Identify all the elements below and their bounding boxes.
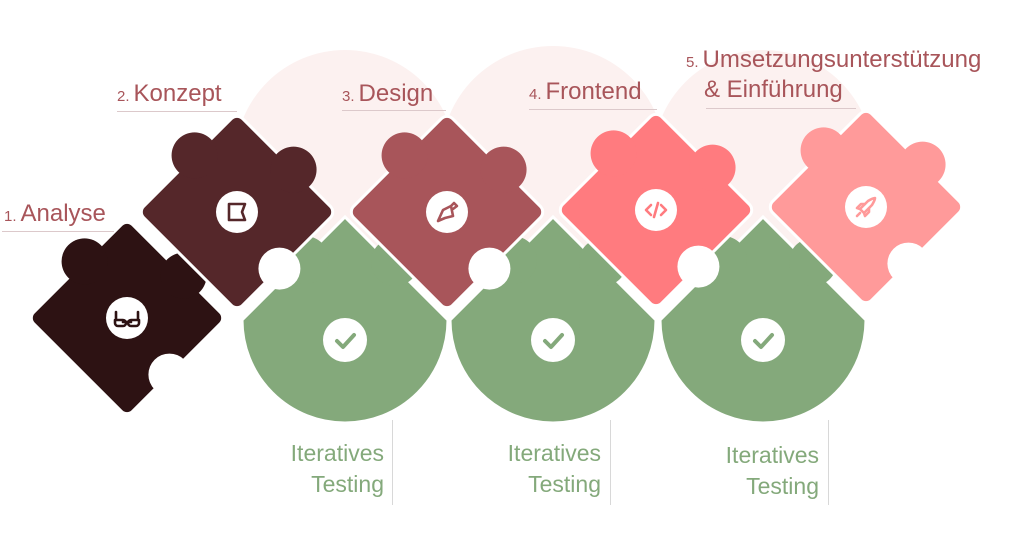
underline <box>529 109 657 110</box>
step-piece <box>349 114 545 310</box>
step-title: Umsetzungsunterstützung <box>702 46 982 73</box>
icon-circle <box>741 318 785 362</box>
underline <box>2 231 114 232</box>
testing-line: Iteratives <box>290 440 384 466</box>
underline <box>117 111 237 112</box>
icon-circle <box>531 318 575 362</box>
testing-piece <box>658 214 868 425</box>
pen-nib-icon <box>436 201 459 223</box>
testing-line: Testing <box>311 471 384 497</box>
underline <box>706 108 856 109</box>
step-title: Konzept <box>133 80 222 107</box>
glasses-icon <box>113 310 141 328</box>
step-number: 4. <box>529 86 542 103</box>
step-number: 1. <box>4 208 17 225</box>
step-piece <box>29 220 225 416</box>
divider <box>828 420 829 505</box>
testing-line: Iteratives <box>507 440 601 466</box>
step-piece <box>558 112 754 308</box>
step-number: 2. <box>117 88 130 105</box>
step-label-konzept: 2.Konzept <box>117 80 222 111</box>
divider <box>610 420 611 505</box>
testing-line: Testing <box>746 473 819 499</box>
step-number: 5. <box>686 54 699 71</box>
step-title: & Einführung <box>704 76 843 103</box>
step-title: Frontend <box>545 78 642 105</box>
step-label-frontend: 4.Frontend <box>529 78 642 109</box>
check-icon <box>543 333 564 349</box>
step-label-umsetzung: 5.Umsetzungsunterstützung <box>686 46 981 77</box>
step-number: 3. <box>342 88 355 105</box>
check-icon <box>335 333 356 349</box>
step-title: Design <box>358 80 434 107</box>
icon-circle <box>426 191 468 233</box>
check-icon <box>753 333 774 349</box>
testing-line: Testing <box>528 471 601 497</box>
vector-shape-icon <box>227 202 247 222</box>
icon-circle <box>216 191 258 233</box>
icon-circle <box>323 318 367 362</box>
code-icon <box>644 201 668 219</box>
icon-circle <box>106 297 148 339</box>
testing-line: Iteratives <box>725 442 819 468</box>
step-label-umsetzung-line2: & Einführung <box>704 76 843 104</box>
testing-piece <box>240 214 450 425</box>
icon-circle <box>845 186 887 228</box>
divider <box>392 420 393 505</box>
step-piece <box>768 109 964 305</box>
step-label-analyse: 1.Analyse <box>4 200 106 231</box>
step-piece <box>139 114 335 310</box>
underline <box>342 110 446 111</box>
step-title: Analyse <box>20 200 106 227</box>
step-label-design: 3.Design <box>342 80 433 111</box>
rocket-icon <box>855 196 877 218</box>
